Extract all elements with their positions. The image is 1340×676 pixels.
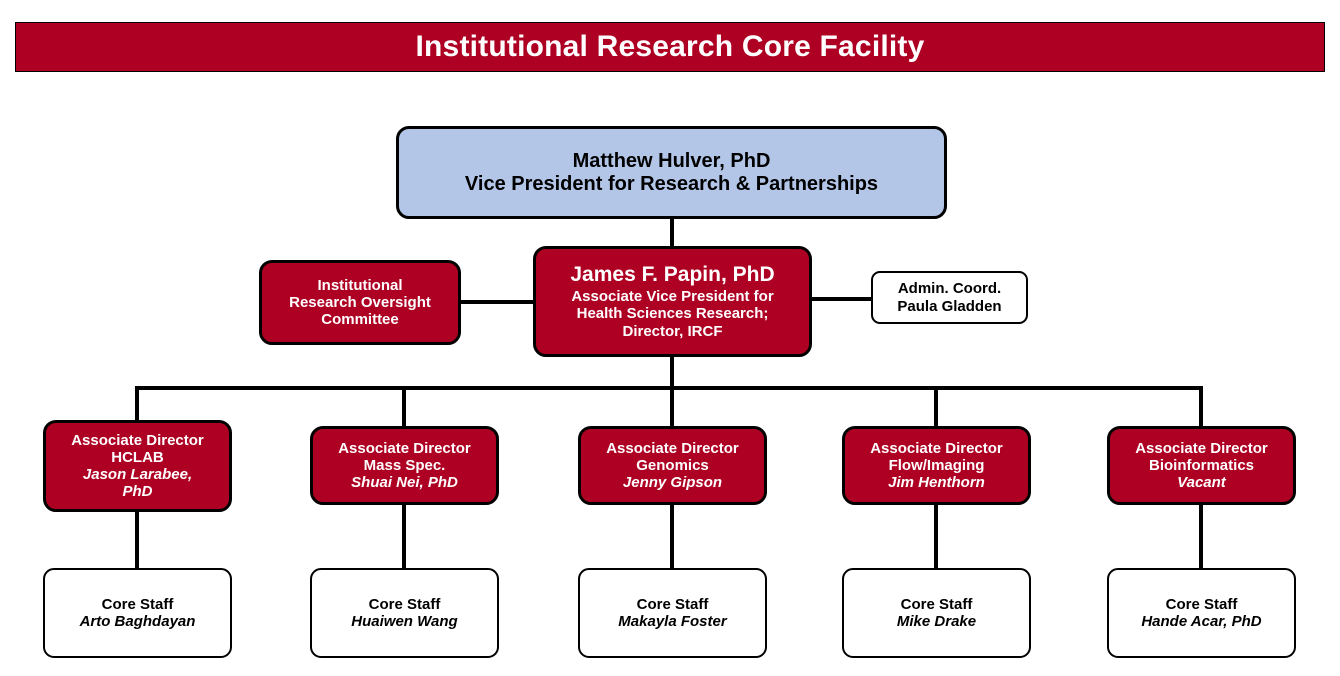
connector-bus-to-division-4 (934, 386, 938, 427)
division-5-role: Associate Director (1135, 439, 1268, 457)
admin-role: Admin. Coord. (897, 280, 1002, 298)
connector-exec-to-director (670, 216, 674, 250)
division-2-person-line-1: Shuai Nei, PhD (351, 474, 458, 492)
staff-4-person: Mike Drake (896, 613, 977, 630)
node-core-staff-bioinformatics[interactable]: Core Staff Hande Acar, PhD (1107, 568, 1296, 658)
node-core-staff-genomics[interactable]: Core Staff Makayla Foster (578, 568, 767, 658)
node-associate-director-hclab[interactable]: Associate Director HCLAB Jason Larabee, … (43, 420, 232, 512)
staff-3-role: Core Staff (636, 595, 709, 613)
node-associate-director-mass-spec[interactable]: Associate Director Mass Spec. Shuai Nei,… (310, 426, 499, 505)
executive-name: Matthew Hulver, PhD (572, 149, 771, 172)
oversight-line-2: Research Oversight (289, 293, 431, 311)
division-4-role: Associate Director (870, 439, 1003, 457)
connector-bus-to-division-3 (670, 386, 674, 427)
connector-division-5-to-staff (1199, 504, 1203, 570)
connector-division-1-to-staff (135, 508, 139, 570)
division-3-unit: Genomics (636, 456, 709, 474)
staff-1-person: Arto Baghdayan (79, 613, 196, 630)
admin-name: Paula Gladden (897, 297, 1002, 315)
staff-1-role: Core Staff (101, 595, 174, 613)
director-name: James F. Papin, PhD (570, 263, 775, 287)
director-title-line-1: Associate Vice President for (571, 288, 774, 306)
node-institutional-research-oversight-committee[interactable]: Institutional Research Oversight Committ… (259, 260, 461, 345)
oversight-line-1: Institutional (317, 276, 403, 294)
node-associate-director-flow-imaging[interactable]: Associate Director Flow/Imaging Jim Hent… (842, 426, 1031, 505)
executive-title: Vice President for Research & Partnershi… (464, 172, 879, 195)
connector-director-to-admin (809, 297, 874, 301)
division-1-person-line-2: PhD (122, 483, 153, 501)
division-4-person-line-1: Jim Henthorn (888, 474, 985, 492)
director-title-line-3: Director, IRCF (622, 322, 723, 340)
node-director-ircf[interactable]: James F. Papin, PhD Associate Vice Presi… (533, 246, 812, 357)
staff-4-role: Core Staff (900, 595, 973, 613)
node-admin-coordinator[interactable]: Admin. Coord. Paula Gladden (871, 271, 1028, 324)
oversight-line-3: Committee (321, 311, 399, 329)
connector-bus-to-division-2 (402, 386, 406, 427)
director-title-line-2: Health Sciences Research; (576, 305, 769, 323)
connector-bus-to-division-1 (135, 386, 139, 422)
connector-bus-to-division-5 (1199, 386, 1203, 427)
division-5-person-line-1: Vacant (1177, 474, 1226, 492)
staff-5-person: Hande Acar, PhD (1141, 613, 1262, 630)
page-title: Institutional Research Core Facility (415, 30, 925, 63)
page-header-banner: Institutional Research Core Facility (15, 22, 1325, 72)
node-executive-vp-research[interactable]: Matthew Hulver, PhD Vice President for R… (396, 126, 947, 219)
division-3-role: Associate Director (606, 439, 739, 457)
node-core-staff-flow-imaging[interactable]: Core Staff Mike Drake (842, 568, 1031, 658)
division-3-person-line-1: Jenny Gipson (622, 474, 723, 492)
connector-director-to-bus (670, 355, 674, 390)
division-2-role: Associate Director (338, 439, 471, 457)
node-core-staff-mass-spec[interactable]: Core Staff Huaiwen Wang (310, 568, 499, 658)
connector-director-to-oversight (458, 300, 536, 304)
node-associate-director-bioinformatics[interactable]: Associate Director Bioinformatics Vacant (1107, 426, 1296, 505)
division-1-role: Associate Director (71, 431, 204, 449)
connector-division-bus (135, 386, 1203, 390)
connector-division-4-to-staff (934, 504, 938, 570)
node-core-staff-hclab[interactable]: Core Staff Arto Baghdayan (43, 568, 232, 658)
staff-5-role: Core Staff (1165, 595, 1238, 613)
connector-division-2-to-staff (402, 504, 406, 570)
division-1-person-line-1: Jason Larabee, (82, 466, 193, 483)
staff-3-person: Makayla Foster (618, 613, 727, 630)
staff-2-person: Huaiwen Wang (351, 613, 458, 630)
node-associate-director-genomics[interactable]: Associate Director Genomics Jenny Gipson (578, 426, 767, 505)
division-5-unit: Bioinformatics (1148, 456, 1254, 474)
connector-division-3-to-staff (670, 504, 674, 570)
staff-2-role: Core Staff (368, 595, 441, 613)
division-1-unit: HCLAB (111, 448, 164, 466)
division-2-unit: Mass Spec. (363, 456, 446, 474)
division-4-unit: Flow/Imaging (888, 456, 985, 474)
